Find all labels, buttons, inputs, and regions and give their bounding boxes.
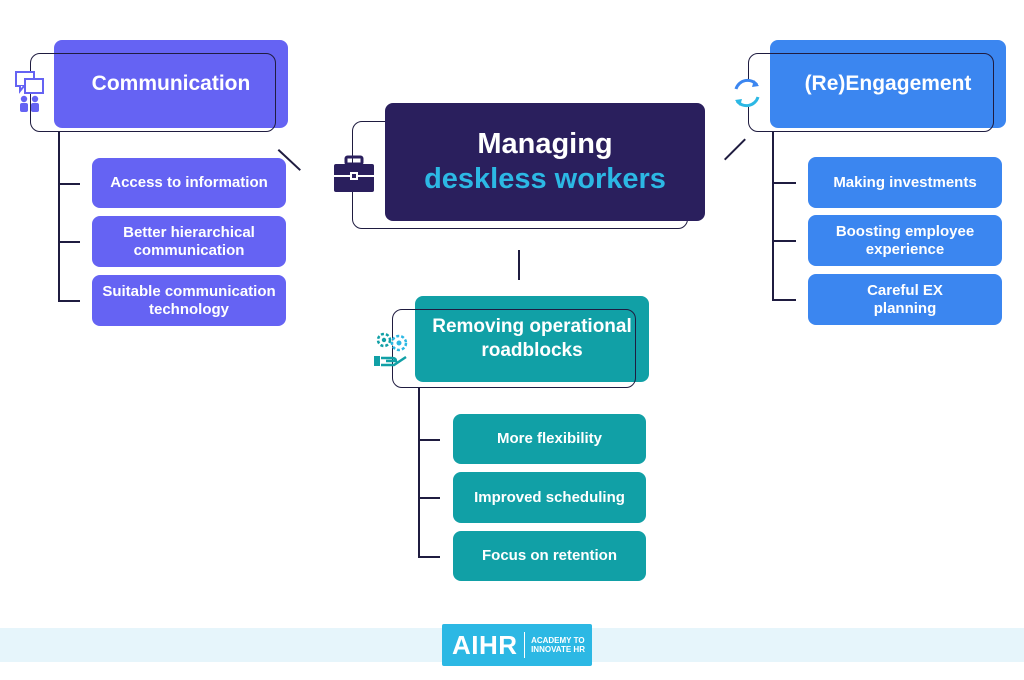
communication-node: Communication (54, 40, 288, 128)
communication-trunk (58, 132, 60, 300)
refresh-cycle-icon (733, 78, 761, 108)
connector-center-right (724, 138, 746, 161)
communication-title: Communication (91, 72, 251, 96)
center-title-line1: Managing (477, 127, 613, 160)
logo-separator (523, 632, 526, 658)
connector-center-bottom (518, 250, 520, 280)
operations-tick-2 (418, 497, 440, 499)
center-title-line2: deskless workers (424, 163, 666, 195)
operations-tick-3 (418, 556, 440, 558)
operations-item-2: Improved scheduling (453, 472, 646, 523)
engagement-item-2: Boosting employee experience (808, 215, 1002, 266)
communication-item-2: Better hierarchical communication (92, 216, 286, 267)
communication-tick-2 (58, 241, 80, 243)
operations-item-1: More flexibility (453, 414, 646, 464)
engagement-item-3: Careful EX planning (808, 274, 1002, 325)
engagement-item-1: Making investments (808, 157, 1002, 208)
communication-item-1: Access to information (92, 158, 286, 208)
communication-tick-1 (58, 183, 80, 185)
operations-item-3: Focus on retention (453, 531, 646, 581)
gears-hand-icon (374, 332, 408, 367)
aihr-logo: AIHR ACADEMY TO INNOVATE HR (442, 624, 592, 666)
engagement-trunk (772, 132, 774, 300)
communication-outline (30, 53, 276, 132)
engagement-outline (748, 53, 994, 132)
briefcase-icon (334, 155, 374, 192)
operations-node: Removing operational roadblocks (415, 296, 649, 382)
center-node: Managing deskless workers (385, 103, 705, 221)
operations-tick-1 (418, 439, 440, 441)
engagement-node: (Re)Engagement (770, 40, 1006, 128)
engagement-tick-3 (772, 299, 796, 301)
operations-outline (392, 309, 636, 388)
engagement-title: (Re)Engagement (804, 72, 972, 96)
logo-main-text: AIHR (452, 629, 518, 660)
communication-tick-3 (58, 300, 80, 302)
logo-subtitle: ACADEMY TO INNOVATE HR (531, 635, 585, 654)
chat-people-icon (15, 71, 44, 112)
engagement-tick-2 (772, 240, 796, 242)
communication-item-3: Suitable communication technology (92, 275, 286, 326)
operations-trunk (418, 388, 420, 556)
operations-title: Removing operational roadblocks (432, 315, 632, 361)
engagement-tick-1 (772, 182, 796, 184)
